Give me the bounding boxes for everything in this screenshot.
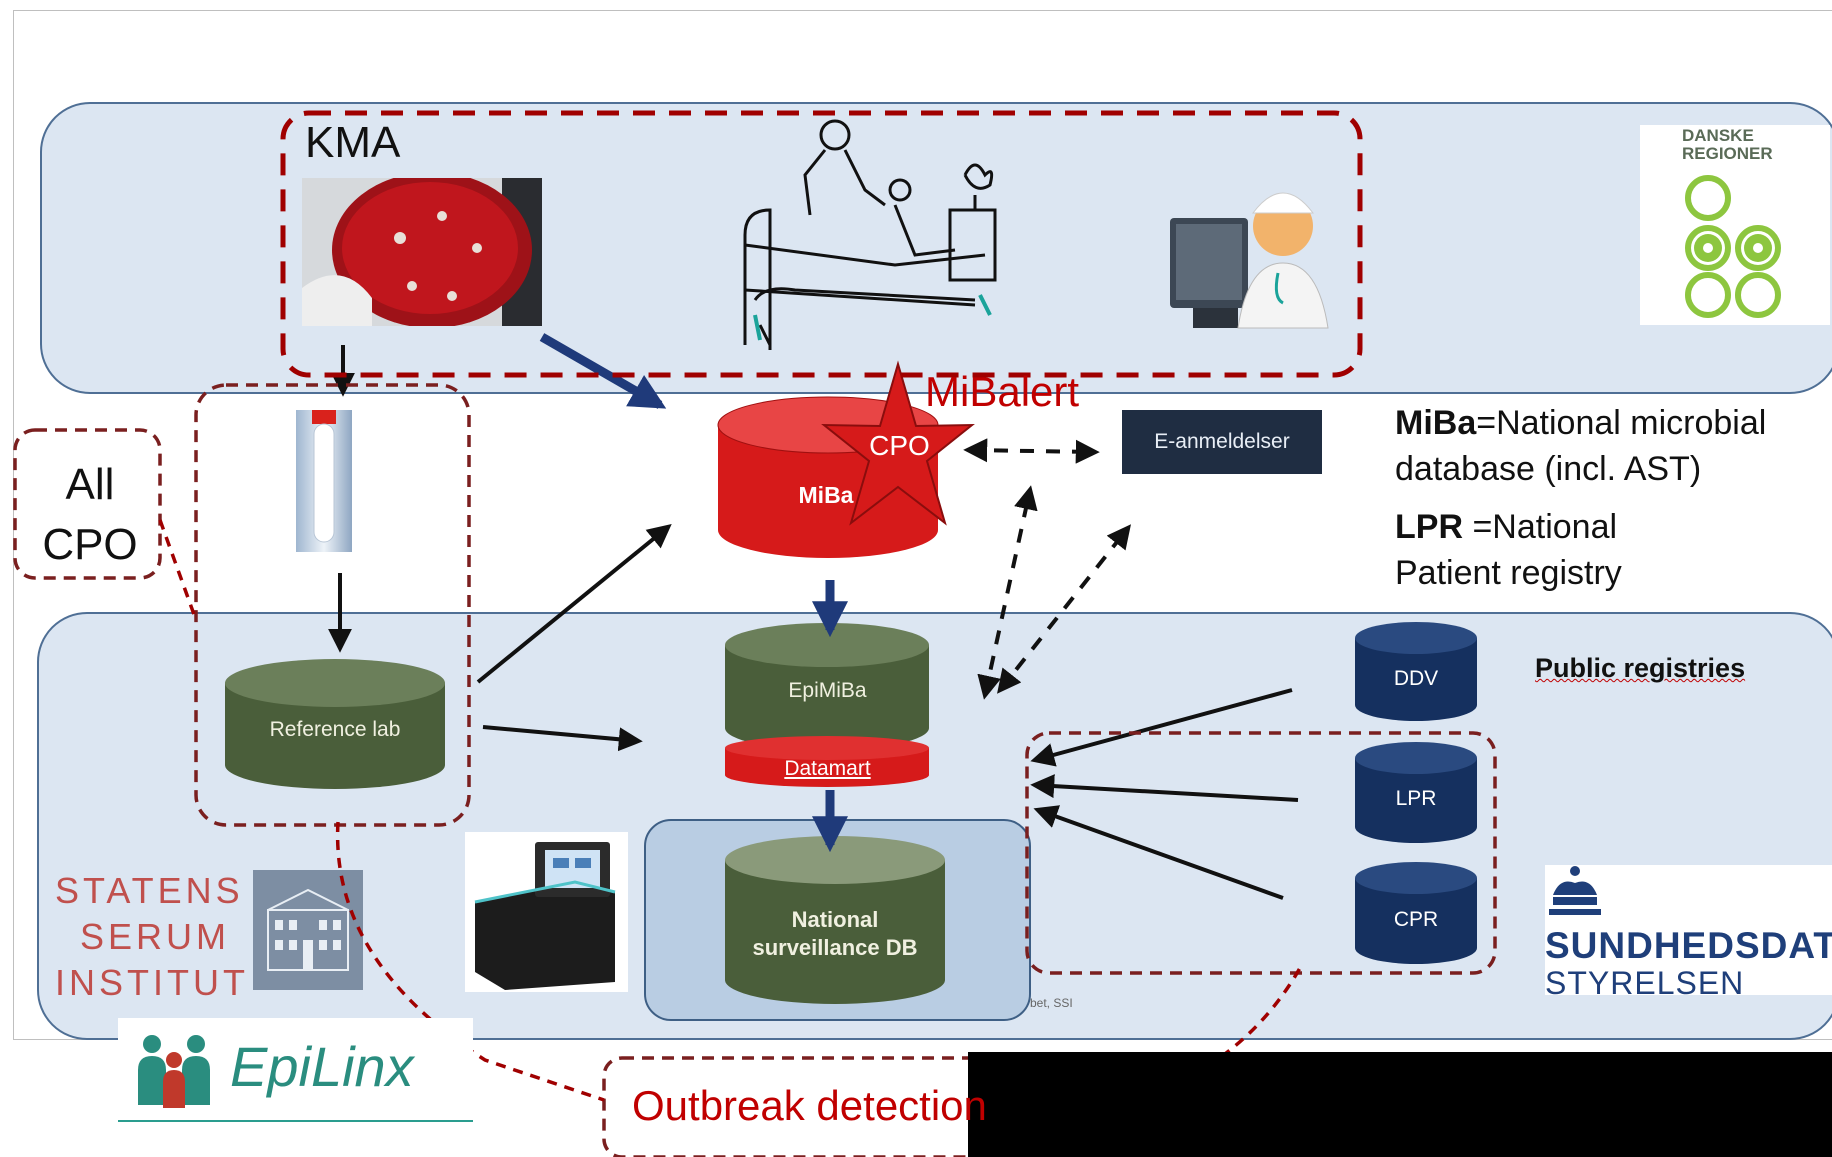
national-db-label: National surveillance DB <box>700 906 970 962</box>
e-anmeldelser-box: E-anmeldelser <box>1122 410 1322 474</box>
image-credit: bet, SSI <box>1030 996 1073 1010</box>
ssi-line3: INSTITUT <box>55 962 249 1003</box>
registries-dashed-outline <box>1025 731 1497 975</box>
reflab-dashed-outline <box>194 383 471 827</box>
sundhedsdata-logo: SUNDHEDSDATA- STYRELSEN <box>1545 865 1832 1001</box>
all-cpo-label: All CPO <box>30 455 150 575</box>
outbreak-connector-left <box>335 821 605 1102</box>
sample-tube-image <box>296 410 352 552</box>
kma-dashed-outline <box>280 110 1363 378</box>
reference-lab-cylinder <box>225 659 445 789</box>
ssi-line1: STATENS <box>55 870 244 911</box>
lpr-cylinder <box>1355 742 1477 843</box>
epilinx-text: EpiLinx <box>230 1035 414 1098</box>
ddv-cylinder <box>1355 622 1477 721</box>
national-db-line2: surveillance DB <box>752 935 918 960</box>
ssi-building-icon <box>253 870 363 990</box>
legend-text: MiBa=National microbial database (incl. … <box>1395 400 1766 596</box>
arrow-reflab-to-miba <box>476 523 672 684</box>
sds-line1: SUNDHEDSDATA- <box>1545 925 1832 966</box>
ddv-label: DDV <box>1393 667 1439 690</box>
public-registries-label: Public registries <box>1535 653 1745 684</box>
kma-label: KMA <box>305 118 401 167</box>
petri-dish-image <box>302 178 542 326</box>
danske-line1: DANSKE <box>1682 126 1754 145</box>
all-cpo-dashed-outline <box>13 428 162 580</box>
arrow-epimiba-eanm-dashed <box>997 524 1131 694</box>
sds-line2: STYRELSEN <box>1545 965 1745 1001</box>
miba-label: MiBa <box>798 482 854 508</box>
national-db-line1: National <box>791 907 879 932</box>
mibalert-label: MiBalert <box>925 368 1080 415</box>
ssi-line2: SERUM <box>79 916 230 957</box>
epimiba-cylinder <box>725 623 929 750</box>
arrow-cpr-to-hub <box>1033 805 1284 900</box>
danske-regioner-rings-icon <box>1685 175 1781 318</box>
arrow-lpr-to-hub <box>1030 774 1299 802</box>
cpo-star <box>821 360 975 526</box>
arrow-cpo-eanm <box>963 438 1100 464</box>
arrow-ddv-to-hub <box>1030 688 1293 767</box>
cpo-star-label: CPO <box>869 430 930 461</box>
legend-miba-line2: database (incl. AST) <box>1395 450 1702 488</box>
crown-icon <box>1549 866 1601 915</box>
danske-line2: REGIONER <box>1682 144 1773 163</box>
cpr-cylinder <box>1355 862 1477 964</box>
public-registries-text: Public registries <box>1535 653 1746 683</box>
people-icon <box>138 1035 210 1108</box>
all-cpo-line1: All <box>65 460 115 509</box>
ssi-logo-text: STATENS SERUM INSTITUT <box>55 868 249 1006</box>
all-cpo-line2: CPO <box>42 520 138 569</box>
legend-lpr-term: LPR <box>1395 508 1463 546</box>
patient-bed-sketch <box>743 119 997 350</box>
legend-miba-term: MiBa <box>1395 404 1477 442</box>
datamart-cylinder <box>725 736 929 787</box>
legend-miba-def1: =National microbial <box>1476 404 1767 442</box>
legend-miba-line1: MiBa=National microbial <box>1395 400 1766 446</box>
arrow-reflab-to-epimiba <box>482 725 643 752</box>
lpr-label: LPR <box>1395 787 1437 810</box>
e-anmeldelser-label: E-anmeldelser <box>1154 430 1290 453</box>
outbreak-detection-label: Outbreak detection <box>632 1082 987 1129</box>
redacted-overlay <box>968 1052 1832 1157</box>
legend-lpr-line2: Patient registry <box>1395 554 1622 592</box>
danske-regioner-logo: DANSKE REGIONER <box>1640 125 1830 325</box>
arrow-kma-to-miba <box>539 333 667 409</box>
legend-spacer <box>1395 492 1766 504</box>
doctor-computer-icon <box>1170 192 1329 329</box>
epilinx-logo: EpiLinx <box>118 1018 473 1122</box>
reference-lab-label: Reference lab <box>269 718 401 741</box>
cpr-label: CPR <box>1393 908 1439 931</box>
national-db-cylinder <box>725 836 945 1004</box>
danske-regioner-text: DANSKE REGIONER <box>1682 127 1773 163</box>
sequencer-image <box>465 832 628 992</box>
datamart-label: Datamart <box>784 757 871 780</box>
epimiba-label: EpiMiBa <box>788 679 867 702</box>
all-cpo-connector <box>158 519 198 621</box>
legend-lpr-line1: LPR =National <box>1395 504 1766 550</box>
arrow-epimiba-miba-dashed <box>977 485 1038 700</box>
legend-lpr-def1: =National <box>1463 508 1618 546</box>
